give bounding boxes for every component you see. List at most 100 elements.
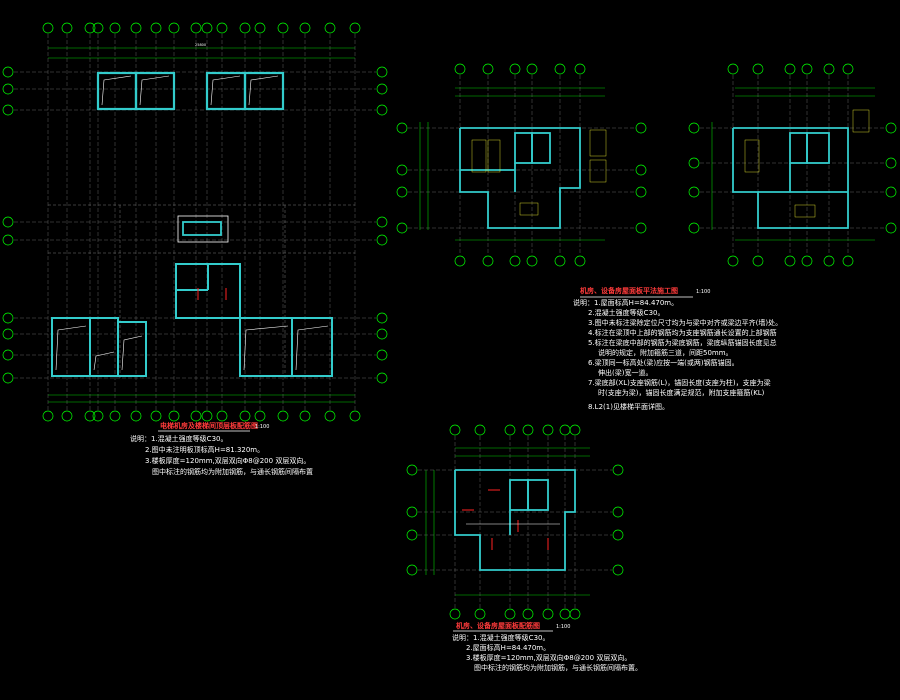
d1-elevator-outline [177,215,229,243]
d2-dimensions [419,87,605,241]
d2-note-3: 3.图中未标注梁除定位尺寸均为与梁中对齐或梁边平齐(墙)处。 [588,318,782,327]
d2-note-2: 2.混凝土强度等级C30。 [588,308,664,317]
d2-axis-bubble-right-2 [635,186,647,198]
d3-title: 机房、设备房屋面板配筋图 [456,621,540,630]
d2-axis-bubble-bottom-2 [509,255,521,267]
d1-bottom-rebar-marks [55,325,329,371]
d2-title: 机房、设备房屋面板平法施工图 [580,286,678,295]
drawing-3-roof-slab-rebar: 机房、设备房屋面板配筋图 1:100 说明：1.混凝土强度等级C30。 2.屋面… [406,424,642,672]
d2-axis-bubble-top-2 [509,63,521,75]
d1-note-4: 图中标注的钢筋均为附加钢筋，与通长钢筋间隔布置 [152,467,313,476]
d1-axis-bubble-top-2 [84,22,96,34]
d3-axis-bubble-left-0 [406,464,418,476]
d1-axis-bubble-bottom-6 [150,410,162,422]
d2b-axis-bubble-bottom-5 [842,255,854,267]
d2-axis-bubble-bottom-5 [574,255,586,267]
d3-axis-bubble-right-0 [612,464,624,476]
d2b-axis-bubble-top-2 [784,63,796,75]
d1-axis-bubble-bottom-12 [254,410,266,422]
d1-axis-bubble-top-15 [324,22,336,34]
d3-axis-bubble-left-1 [406,506,418,518]
d1-title: 电梯机房及楼梯间顶层板配筋图 [160,421,258,430]
d1-overall-dimension: 25800 [195,43,206,47]
d1-top-dimensions [48,47,355,403]
d3-axis-bubble-bottom-0 [449,608,461,620]
d3-note-1: 说明：1.混凝土强度等级C30。 [452,633,549,642]
d1-axis-bubble-right-2 [376,104,388,116]
d2-labels [471,129,607,216]
d3-axis-bubble-top-4 [542,424,554,436]
d1-scale: 1:100 [255,424,269,430]
d3-axis-bubble-top-6 [569,424,581,436]
d2-note-7: 6.梁顶同一标高处(梁)应按一端(或两)钢筋锚固。 [588,358,739,367]
d3-axis-bubble-bottom-2 [504,608,516,620]
d1-axis-bubble-bottom-11 [239,410,251,422]
d2-axis-bubble-left-2 [396,186,408,198]
d1-axis-bubble-right-3 [376,216,388,228]
d1-axis-bubble-bottom-2 [84,410,96,422]
d2b-labels [744,109,870,218]
d1-axis-bubble-left-6 [2,328,14,340]
d2b-axis-bubble-top-5 [842,63,854,75]
drawing-1-elevator-stair-roof-slab: 25800 [2,22,388,476]
d2-scale: 1:100 [696,289,710,295]
d2-axis-bubble-top-1 [482,63,494,75]
d2-axis-bubble-top-5 [574,63,586,75]
d2b-axis-bubble-top-0 [727,63,739,75]
d2b-axis-bubble-left-2 [688,186,700,198]
d2-axis-bubble-right-0 [635,122,647,134]
d3-note-3: 3.楼板厚度=120mm,双层双向Φ8@200 双层双向。 [466,653,631,662]
d1-axis-bubble-top-11 [239,22,251,34]
d3-axis-bubble-left-3 [406,564,418,576]
d1-axis-bubble-right-6 [376,328,388,340]
d1-axis-bubble-bottom-13 [277,410,289,422]
d1-axis-bubble-top-13 [277,22,289,34]
d1-axis-bubble-top-7 [168,22,180,34]
d2-axis-bubble-top-3 [526,63,538,75]
d1-axis-bubble-top-9 [201,22,213,34]
d1-axis-bubble-top-0 [42,22,54,34]
d1-axis-bubble-left-1 [2,83,14,95]
d2-axes [396,63,647,267]
d1-axis-bubble-left-0 [2,66,14,78]
d3-axis-bubble-bottom-6 [569,608,581,620]
d1-top-rooms [96,71,285,111]
d2-axis-bubble-bottom-3 [526,255,538,267]
d2-walls [459,127,581,229]
d2-axis-bubble-right-3 [635,222,647,234]
d1-bottom-right-rooms [239,317,333,377]
d2-axis-bubble-right-1 [635,164,647,176]
d3-axis-bubble-top-0 [449,424,461,436]
d3-rebar-marks [462,489,549,550]
d3-dimensions [425,447,590,596]
d3-axis-bubble-bottom-1 [474,608,486,620]
d2b-axes [688,63,897,267]
d1-bottom-left-rooms [51,317,147,377]
d1-axis-bubble-top-12 [254,22,266,34]
d3-axis-bubble-top-5 [559,424,571,436]
d1-rebar-stair [197,288,227,300]
d2-note-9: 7.梁底部(XL)支座钢筋(L)，锚固长度(支座为柱)，支座为梁 [588,378,771,387]
d1-axis-bubble-left-5 [2,312,14,324]
d2-axis-bubble-top-0 [454,63,466,75]
d2b-axis-bubble-bottom-2 [784,255,796,267]
d1-axis-bubble-bottom-7 [168,410,180,422]
d1-axis-bubble-top-5 [130,22,142,34]
d1-axis-bubble-bottom-16 [349,410,361,422]
d1-axis-bubble-bottom-4 [109,410,121,422]
d3-axis-bubble-top-2 [504,424,516,436]
d3-axis-bubble-right-3 [612,564,624,576]
d1-dashed-beams [48,204,355,380]
d1-note-3: 3.楼板厚度=120mm,双层双向Φ8@200 双层双向。 [145,456,310,465]
d3-scale: 1:100 [556,624,570,630]
d3-axis-bubble-right-1 [612,506,624,518]
d1-axis-bubble-bottom-3 [92,410,104,422]
d1-note-1: 说明：1.混凝土强度等级C30。 [130,434,227,443]
d1-axis-bubble-left-3 [2,216,14,228]
d1-note-2: 2.图中未注明板顶标高H=81.320m。 [145,445,264,454]
drawing-2-roof-plan-middle: 机房、设备房屋面板平法施工图 1:100 说明：1.屋面标高H=84.470m。… [396,63,782,411]
d1-axis-bubble-bottom-9 [201,410,213,422]
d1-axis-bubble-top-1 [61,22,73,34]
d1-axis-bubble-right-0 [376,66,388,78]
